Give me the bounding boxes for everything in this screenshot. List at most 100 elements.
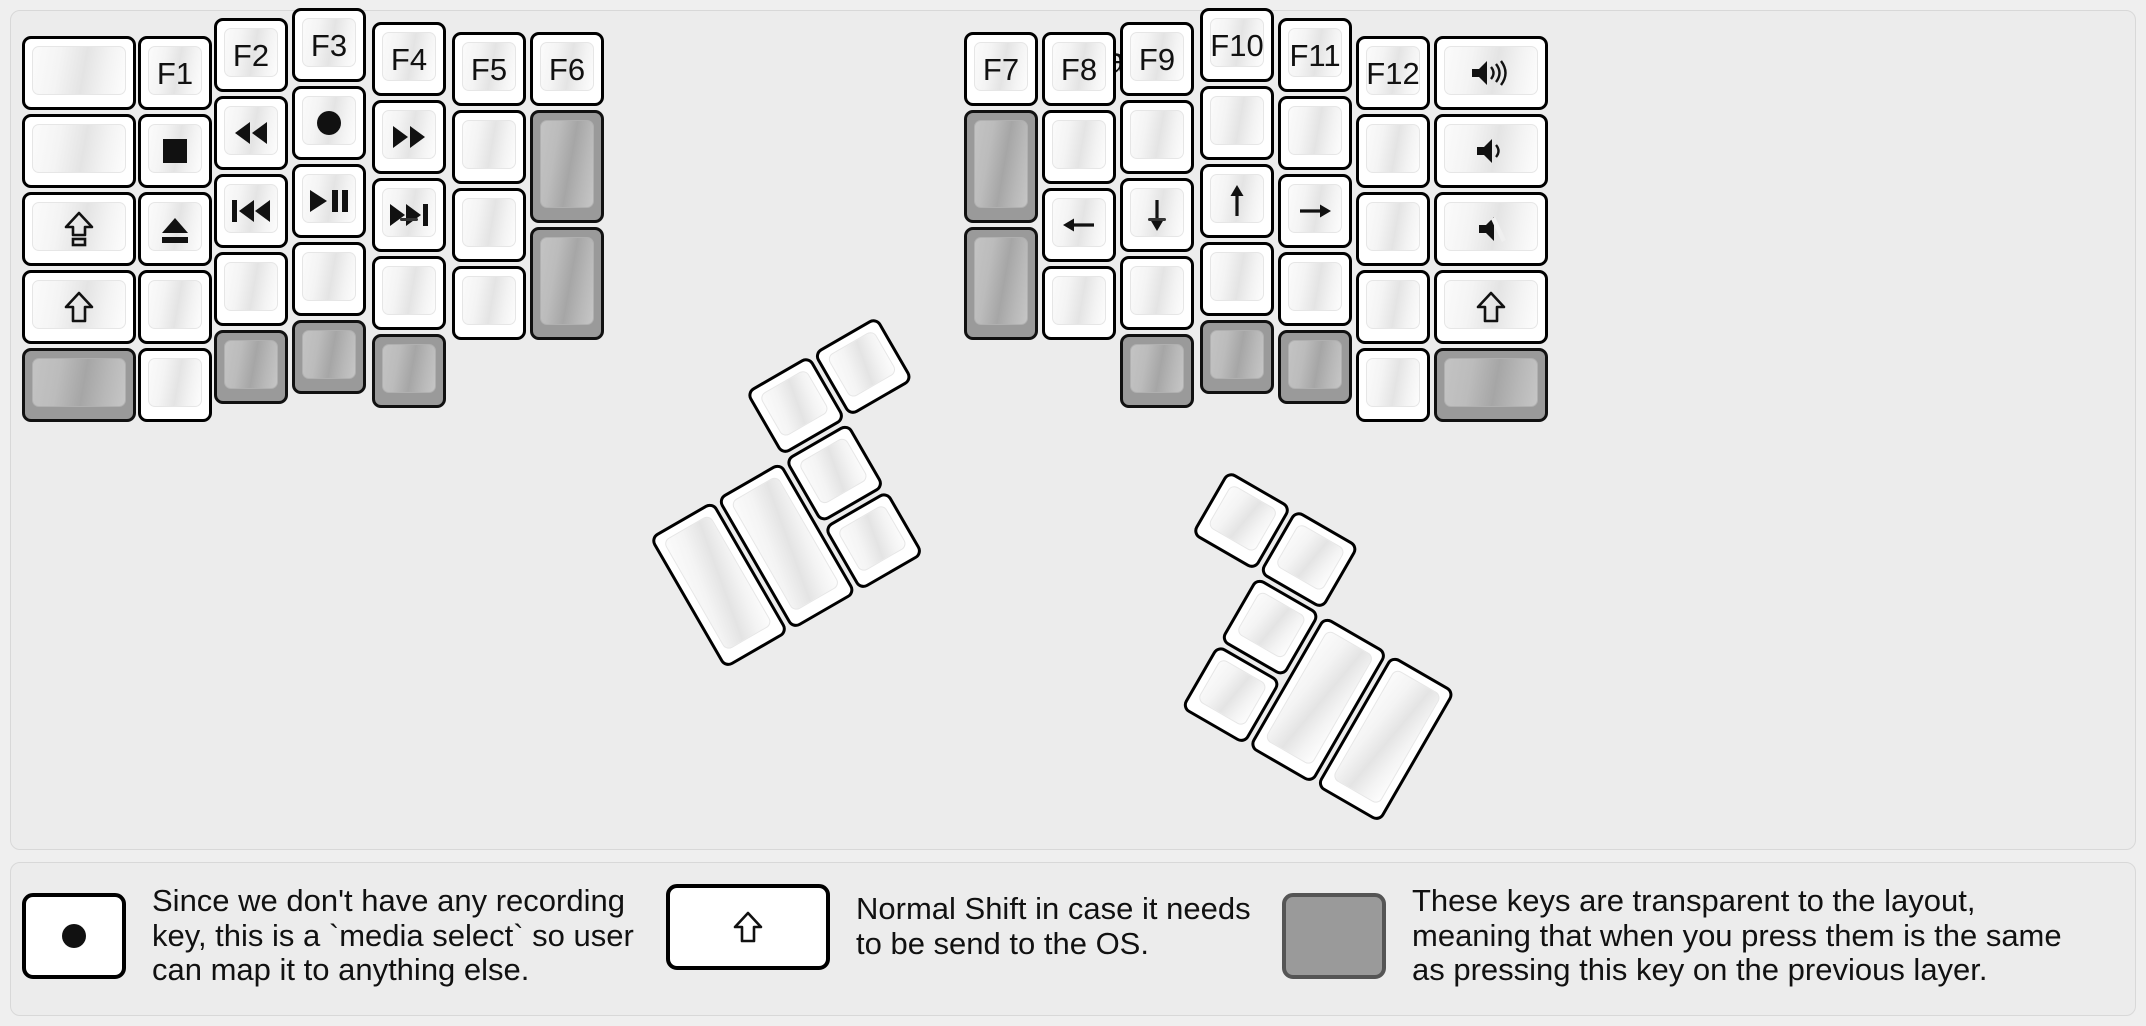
key-transparent-right-inner-extra-r2[interactable] [964,110,1038,223]
keycap-surface [382,266,436,315]
keycap-surface [1366,202,1420,251]
keycap-surface [1052,198,1106,247]
key-transparent-left-inner-extra-r3[interactable] [530,227,604,340]
key-shift-right-pinky-outer-r4[interactable] [1434,270,1548,344]
keycap-surface [1366,46,1420,95]
key-blank-left-pinky-r4[interactable] [138,270,212,344]
key-media-eject-left-pinky-r3[interactable] [138,192,212,266]
keycap-surface [224,340,278,389]
keycap-surface [1052,276,1106,325]
key-caps-lock-left-pinky-outer-r3[interactable] [22,192,136,266]
keycap-surface [1444,280,1538,329]
keycap-surface [1444,46,1538,95]
key-blank-left-index-inner-r2[interactable] [452,110,526,184]
key-f4-left-index-r1[interactable]: F4 [372,22,446,96]
keycap-surface [302,252,356,301]
media-record-icon [62,924,86,949]
keycap-surface [974,237,1028,325]
key-arrow-right-right-ring-r3[interactable] [1278,174,1352,248]
keycap-surface [302,18,356,67]
key-media-record-left-middle-r2[interactable] [292,86,366,160]
key-transparent-left-index-r5[interactable] [372,334,446,408]
key-f5-left-index-inner-r1[interactable]: F5 [452,32,526,106]
key-f1-left-pinky-r1[interactable]: F1 [138,36,212,110]
key-arrow-down-right-index-r3[interactable] [1120,178,1194,252]
key-arrow-up-right-middle-r3[interactable] [1200,164,1274,238]
key-f12-right-pinky-r1[interactable]: F12 [1356,36,1430,110]
key-f11-right-ring-r1[interactable]: F11 [1278,18,1352,92]
key-transparent-right-index-r5[interactable] [1120,334,1194,408]
key-f3-left-middle-r1[interactable]: F3 [292,8,366,82]
key-blank-left-pinky-outer-r2[interactable] [22,114,136,188]
keycap-surface [1130,32,1184,81]
keycap-surface [32,280,126,329]
key-blank-right-pinky-r2[interactable] [1356,114,1430,188]
key-volume-down-right-pinky-outer-r2[interactable] [1434,114,1548,188]
key-blank-left-pinky-r5[interactable] [138,348,212,422]
key-volume-up-right-pinky-outer-r1[interactable] [1434,36,1548,110]
legend-key-sample-2 [666,884,830,970]
key-transparent-right-pinky-outer-r5[interactable] [1434,348,1548,422]
key-blank-right-index-r4[interactable] [1120,256,1194,330]
key-transparent-right-middle-r5[interactable] [1200,320,1274,394]
keycap-surface [224,28,278,77]
key-blank-right-pinky-r3[interactable] [1356,192,1430,266]
key-blank-left-middle-r4[interactable] [292,242,366,316]
legend-item-3: These keys are transparent to the layout… [1282,883,2062,988]
key-blank-right-pinky-r5[interactable] [1356,348,1430,422]
key-blank-left-index-inner-r3[interactable] [452,188,526,262]
key-transparent-left-ring-r5[interactable] [214,330,288,404]
key-transparent-right-inner-extra-r3[interactable] [964,227,1038,340]
key-blank-left-index-r4[interactable] [372,256,446,330]
key-f9-right-index-r1[interactable]: F9 [1120,22,1194,96]
keycap-surface [1130,188,1184,237]
key-media-prev-track-left-ring-r3[interactable] [214,174,288,248]
keycap-surface [1130,110,1184,159]
key-f6-left-inner-extra-r1[interactable]: F6 [530,32,604,106]
keycap-surface [382,110,436,159]
key-blank-right-middle-r4[interactable] [1200,242,1274,316]
key-volume-mute-right-pinky-outer-r3[interactable] [1434,192,1548,266]
key-blank-right-middle-r2[interactable] [1200,86,1274,160]
keycap-surface [462,42,516,91]
key-blank-left-index-inner-r4[interactable] [452,266,526,340]
legend-key-sample-3 [1282,893,1386,980]
legend-key-sample-1 [22,893,126,980]
key-arrow-left-right-index-inner-r3[interactable] [1042,188,1116,262]
key-blank-left-ring-r4[interactable] [214,252,288,326]
keycap-surface [1235,590,1307,660]
key-shift-left-pinky-outer-r4[interactable] [22,270,136,344]
key-blank-right-ring-r2[interactable] [1278,96,1352,170]
key-media-next-track-left-index-r3[interactable] [372,178,446,252]
keycap-surface [382,188,436,237]
keycap-surface [302,96,356,145]
key-f8-right-index-inner-r1[interactable]: F8 [1042,32,1116,106]
keycap-surface [302,330,356,379]
key-f2-left-ring-r1[interactable]: F2 [214,18,288,92]
key-blank-right-ring-r4[interactable] [1278,252,1352,326]
keycap-surface [1052,120,1106,169]
legend-description-1: Since we don't have any recording key, t… [152,883,634,988]
keycap-surface [540,120,594,208]
keycap-surface [382,32,436,81]
key-f7-right-inner-extra-r1[interactable]: F7 [964,32,1038,106]
key-transparent-left-inner-extra-r2[interactable] [530,110,604,223]
keycap-surface [1288,106,1342,155]
key-media-play-pause-left-middle-r3[interactable] [292,164,366,238]
keycap-surface [1210,330,1264,379]
legend-description-3: These keys are transparent to the layout… [1412,883,2062,988]
key-blank-right-index-inner-r2[interactable] [1042,110,1116,184]
key-media-rewind-left-ring-r2[interactable] [214,96,288,170]
key-f10-right-middle-r1[interactable]: F10 [1200,8,1274,82]
key-media-fast-forward-left-index-r2[interactable] [372,100,446,174]
key-transparent-left-pinky-outer-r5[interactable] [22,348,136,422]
keycap-surface [224,106,278,155]
key-blank-right-index-inner-r4[interactable] [1042,266,1116,340]
key-media-stop-left-pinky-r2[interactable] [138,114,212,188]
key-transparent-left-middle-r5[interactable] [292,320,366,394]
keycap-surface [826,329,898,400]
key-transparent-right-ring-r5[interactable] [1278,330,1352,404]
key-blank-right-index-r2[interactable] [1120,100,1194,174]
key-blank-left-pinky-outer-r1[interactable] [22,36,136,110]
key-blank-right-pinky-r4[interactable] [1356,270,1430,344]
